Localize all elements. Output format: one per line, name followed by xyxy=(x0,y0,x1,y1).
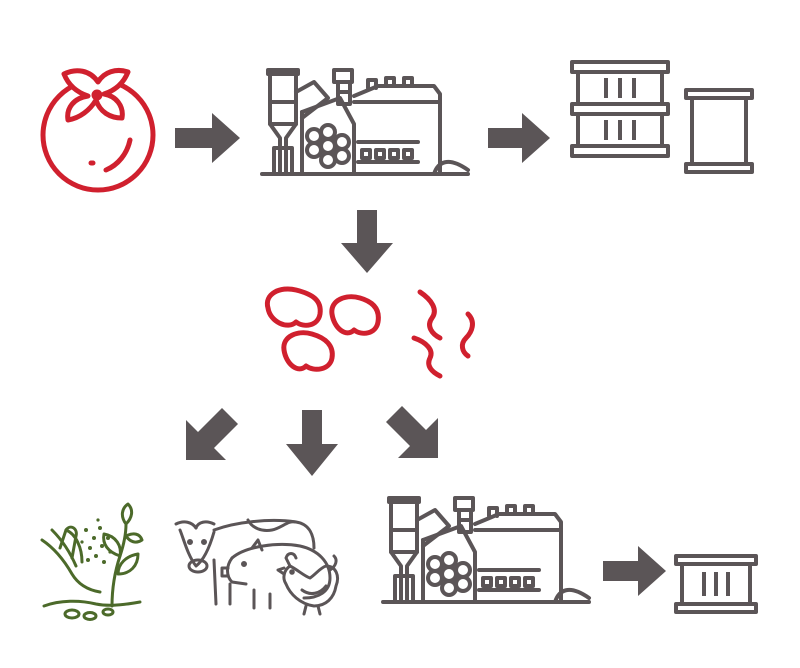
arrow-icon-down-main xyxy=(341,210,393,273)
factory-icon xyxy=(260,68,470,176)
arrow-icon-down-center xyxy=(286,410,338,476)
drum-container-icon xyxy=(674,554,758,614)
hand-plant-fertilizer-icon xyxy=(40,502,144,621)
livestock-icon xyxy=(174,518,340,616)
factory-icon-second xyxy=(381,496,591,604)
arrow-icon-right-1 xyxy=(175,113,240,163)
peel-waste-icon xyxy=(411,289,475,379)
seed-waste-icon xyxy=(264,286,381,372)
drum-container-icon-stack xyxy=(570,60,754,174)
arrow-icon-down-right xyxy=(386,406,438,458)
tomato-icon xyxy=(40,67,156,193)
fertilizer-dots xyxy=(80,518,112,564)
arrow-icon-right-3 xyxy=(603,546,666,596)
arrows xyxy=(175,113,666,596)
arrow-icon-down-left xyxy=(186,408,238,460)
arrow-icon-right-2 xyxy=(488,113,550,163)
